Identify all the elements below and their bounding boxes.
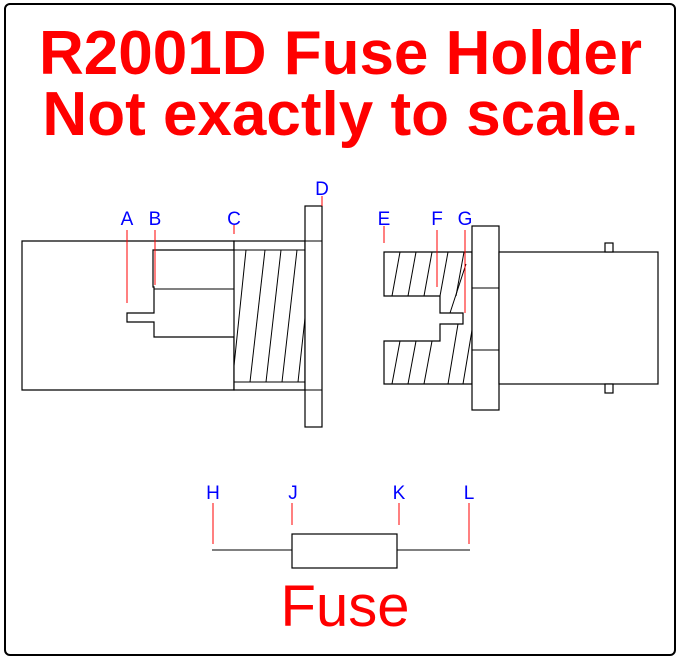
thread-line: [423, 340, 433, 385]
label-K: K: [393, 483, 406, 504]
thread-line: [391, 340, 401, 385]
thread-line: [447, 323, 459, 385]
holder-left-part: [21, 205, 323, 428]
thread-line: [462, 329, 473, 385]
label-B: B: [149, 209, 162, 230]
cap-pin-top: [604, 242, 614, 253]
flange: [304, 205, 323, 428]
label-H: H: [206, 483, 220, 504]
thread-line: [297, 317, 306, 383]
title-line-1: R2001D Fuse Holder: [39, 19, 642, 88]
label-L: L: [464, 483, 475, 504]
thread-line: [407, 340, 417, 385]
thread-line: [439, 251, 449, 297]
thread-line: [407, 251, 417, 297]
thread-line: [391, 251, 401, 297]
holder-right-part: [383, 225, 659, 411]
fuse-leaders: [212, 503, 470, 544]
thread-line: [423, 251, 433, 297]
label-F: F: [431, 209, 443, 230]
fuse-caption: Fuse: [280, 574, 410, 639]
label-A: A: [121, 209, 134, 230]
holder-labels: A B C D E F G: [121, 179, 473, 230]
fuse-body: [291, 533, 398, 569]
label-G: G: [458, 209, 473, 230]
thread-line: [281, 249, 298, 383]
thread-line: [449, 263, 467, 314]
fuse-labels: H J K L: [206, 483, 474, 504]
thread-line: [455, 251, 465, 297]
label-D: D: [315, 179, 329, 200]
cap-flange: [471, 225, 500, 411]
thread-line: [249, 249, 266, 383]
holder-leaders: [126, 196, 466, 313]
title-line-2: Not exactly to scale.: [42, 80, 639, 149]
holder-body-outline: [21, 240, 235, 391]
label-J: J: [288, 483, 298, 504]
label-C: C: [227, 209, 241, 230]
cap-pin-bottom: [604, 383, 614, 394]
thread-line: [233, 249, 247, 367]
threaded-section: [233, 240, 306, 391]
fuse-drawing: [212, 533, 470, 569]
thread-line: [265, 249, 282, 383]
cap-body: [498, 251, 659, 385]
label-E: E: [378, 209, 391, 230]
